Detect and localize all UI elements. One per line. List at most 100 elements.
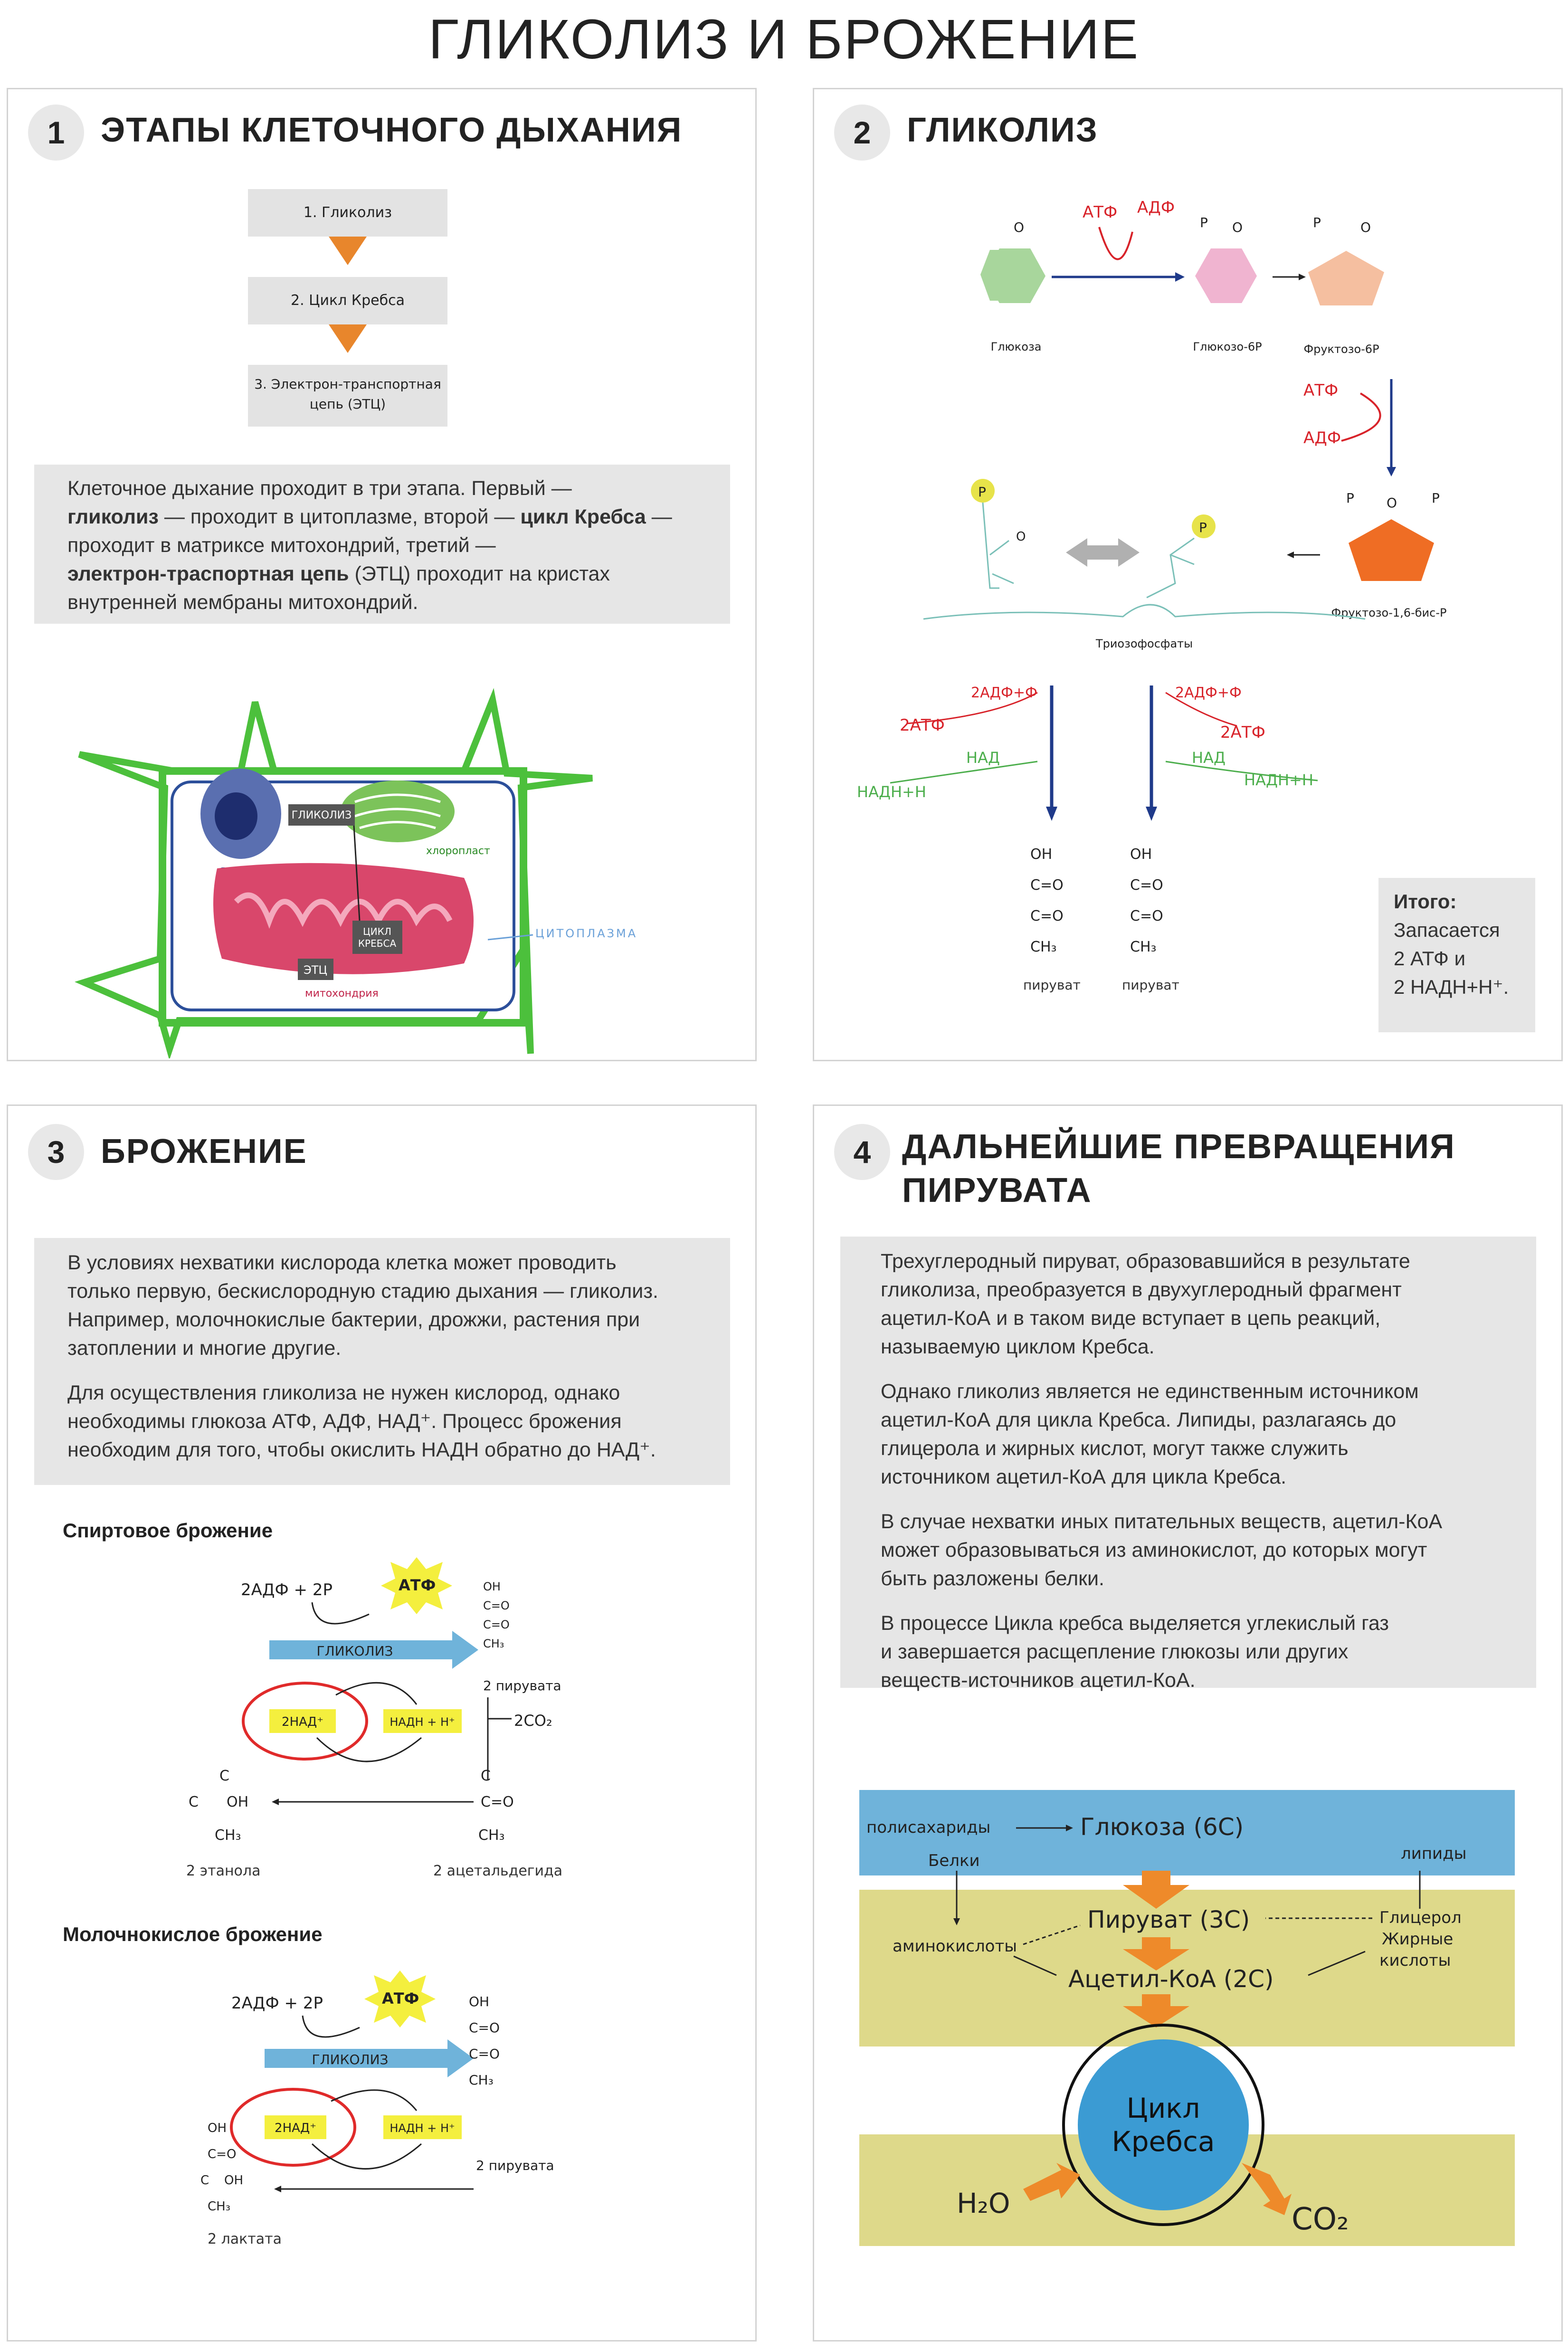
ch3-label: CH₃ [478,1827,505,1844]
panel-title: ЭТАПЫ КЛЕТОЧНОГО ДЫХАНИЯ [101,111,683,149]
nad-label: 2НАД⁺ [275,2121,316,2135]
ethanol-label: 2 этанола [186,1863,260,1879]
total-line: Запасается [1394,919,1500,941]
down-arrow-icon [1123,1937,1189,1970]
down-arrow-icon [1123,1994,1189,2027]
nad-label: НАД [1192,749,1226,767]
acetylcoa-label: Ацетил-КоА (2С) [1068,1965,1274,1993]
text: (ЭТЦ) проходит на кристах [349,562,610,585]
h-c-label: C [219,1768,229,1784]
oxygen-label: O [1232,219,1243,235]
atp-label: 2АТФ [900,716,945,735]
atp-label: АТФ [1083,203,1117,222]
nad-cycle-ellipse [242,1682,368,1761]
text: только первую, бескислородную стадию дых… [67,1280,658,1303]
text: быть разложены белки. [881,1567,1104,1590]
brace [923,604,1366,620]
text: внутренней мембраны митохондрий. [67,591,418,614]
co-label: C=O [483,1618,510,1631]
panel-number: 1 [28,105,84,161]
step-krebs: 2. Цикл Кребса [248,277,447,324]
co-label: C=O [1130,877,1163,894]
text: необходим для того, чтобы окислить НАДН … [67,1438,656,1461]
fatty-label: Жирные [1382,1930,1453,1949]
text-bold: электрон-траспортная цепь [67,562,349,585]
chloroplast [341,780,455,842]
ch3-label: CH₃ [1130,939,1157,955]
step-label: цепь (ЭТЦ) [309,396,386,412]
pyruvate-label: 2 пирувата [476,2158,554,2173]
oxygen-label: O [1016,530,1026,544]
atp-label: 2АТФ [1220,723,1265,742]
double-arrow-icon [1066,538,1140,567]
nad-label: НАД [966,749,1000,767]
co-label: C=O [483,1599,510,1612]
g6p-label: Глюкозо-6Р [1193,340,1262,353]
pyruvate-structure: OH C=O C=O CH₃ пируват [1023,846,1081,993]
ch3-label: CH₃ [469,2072,494,2088]
etc-tag [298,959,333,980]
text: Например, молочнокислые бактерии, дрожжи… [67,1308,640,1331]
ch3-label: CH₃ [1030,939,1057,955]
proteins-label: Белки [928,1851,980,1870]
co-label: C=O [469,2020,500,2036]
glycolysis-label: ГЛИКОЛИЗ [317,1643,393,1659]
lactic-heading: Молочнокислое брожение [63,1923,323,1945]
co2-label: 2CO₂ [514,1712,552,1730]
nucleolus [215,792,257,840]
oh-label: OH [483,1580,501,1593]
krebs-cycle [1078,2039,1249,2210]
nadh-label: НАДН+Н [857,783,926,801]
text: источником ацетил-КоА для цикла Кребса. [881,1466,1287,1488]
f16bp-label: Фруктозо-1,6-бис-Р [1331,606,1447,619]
h2o-label: H₂O [957,2187,1010,2219]
krebs-tag [352,921,402,954]
adp-label: 2АДФ + 2Р [231,1994,323,2013]
chloroplast-label: хлоропласт [426,845,490,857]
glucose-band [859,1790,1515,1875]
adp-label: 2АДФ + 2Р [241,1580,333,1599]
pyruvate-structure: OH C=O C=O CH₃ пируват [1122,846,1179,993]
krebs-cycle-ring [1062,2024,1264,2226]
cytoplasm-label: ЦИТОПЛАЗМА [535,927,637,940]
atp-label: АТФ [1303,381,1338,400]
panel-fermentation: 3 БРОЖЕНИЕ В условиях нехватики кислород… [7,1104,757,2341]
pyruvate-band [859,1890,1515,2046]
co-label: C=O [1130,908,1163,924]
text: ацетил-КоА и в таком виде вступает в цеп… [881,1307,1381,1330]
nad-label: 2НАД⁺ [282,1715,323,1729]
pyruvate-label: пируват [1023,977,1081,993]
g6p-hexagon [1195,248,1257,303]
pyruvate-textbox: Трехуглеродный пируват, образовавшийся в… [840,1237,1536,1692]
co2-arrow [1242,2163,1292,2215]
c-label: C [481,1768,491,1784]
ch3-label: CH₃ [215,1827,241,1844]
oh-label: OH [1030,846,1052,863]
fermentation-diagram: 2АДФ + 2Р АТФ ГЛИКОЛИЗ 2НАД⁺ НАДН + Н⁺ O… [186,1557,562,2247]
krebs-tag-label: КРЕБСА [358,938,397,949]
mitochondria-label: митохондрия [305,988,379,999]
co-label: C=O [1030,877,1064,894]
pyruvate-structure: OH C=O C=O CH₃ [483,1580,510,1650]
pyruvate-label: пируват [1122,977,1179,993]
atp-label: АТФ [399,1576,436,1594]
text: В процессе Цикла кребса выделяется углек… [881,1612,1389,1635]
text: В случае нехватки иных питательных вещес… [881,1510,1443,1533]
down-arrow-icon [1123,1871,1189,1909]
adp-label: АДФ [1137,198,1175,217]
krebs-tag-label: ЦИКЛ [363,926,391,937]
panel-title: ДАЛЬНЕЙШИЕ ПРЕВРАЩЕНИЯ ПИРУВАТА [902,1125,1455,1212]
ch3-label: CH₃ [483,1637,504,1650]
panel-number: 2 [834,105,890,161]
lactate-label: 2 лактата [208,2231,282,2247]
nadh-label: НАДН+Н [1244,771,1313,789]
lipids-label: липиды [1401,1844,1467,1863]
text-bold: гликолиз [67,505,159,528]
panel-title: ГЛИКОЛИЗ [907,111,1098,149]
glycolysis-diagram: O Глюкоза АТФ АДФ P O Глюкозо-6Р P O Фру… [857,198,1447,993]
c-label: C [189,1794,199,1810]
phosphate-label: P [1200,215,1208,230]
oxygen-label: O [1360,219,1371,235]
step-label: 3. Электрон-транспортная [254,376,441,392]
fermentation-textbox: В условиях нехватики кислорода клетка мо… [34,1238,730,1485]
